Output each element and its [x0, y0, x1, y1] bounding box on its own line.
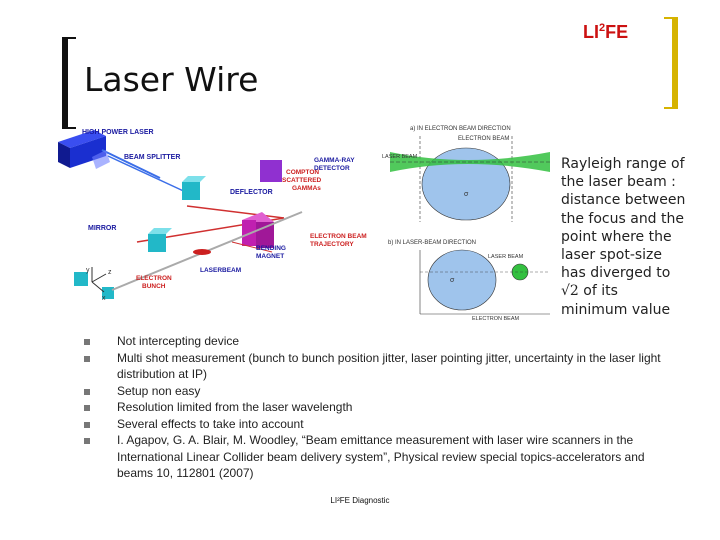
laser-beam-3: [186, 205, 285, 219]
label-magnet: MAGNET: [256, 253, 284, 260]
rayleigh-before: Rayleigh range of the laser beam : dista…: [561, 156, 686, 282]
sqrt-two: √2: [561, 283, 579, 300]
gamma-line: [231, 241, 273, 253]
label-laser-beam-b: LASER BEAM: [488, 254, 524, 260]
bullet-square-icon: [84, 388, 90, 395]
footer-label: LI²FE Diagnostic: [330, 496, 390, 505]
bullet-square-icon: [84, 355, 90, 362]
label-electron-beam: ELECTRON BEAM: [310, 233, 367, 240]
right-bracket: [664, 17, 678, 109]
label-gammas: GAMMAs: [292, 185, 321, 192]
caption-b: b) IN LASER-BEAM DIRECTION: [388, 240, 476, 246]
laser-wire-setup-diagram: HIGH POWER LASER BEAM SPLITTER DEFLECTOR…: [58, 129, 367, 302]
label-bunch: BUNCH: [142, 283, 166, 290]
small-cube-1: [74, 272, 88, 286]
rayleigh-after: of its minimum value: [561, 283, 671, 318]
deflector-cube: [182, 182, 200, 200]
label-electron: ELECTRON: [136, 275, 172, 282]
label-gamma-ray: GAMMA-RAY: [314, 157, 355, 164]
rayleigh-range-text: Rayleigh range of the laser beam : dista…: [561, 155, 686, 319]
slide-title: Laser Wire: [84, 60, 259, 99]
label-electron-beam-top: ELECTRON BEAM: [458, 136, 509, 142]
axis-x-line: [91, 281, 105, 293]
label-axis-z: z: [108, 269, 112, 276]
axis-z-line: [91, 273, 107, 283]
deflector-cube-top: [182, 176, 206, 182]
electron-bunch-shape: [193, 249, 211, 255]
label-mirror: MIRROR: [88, 225, 116, 232]
label-beam-splitter: BEAM SPLITTER: [124, 154, 180, 161]
laser-box-front: [70, 136, 106, 168]
label-trajectory: TRAJECTORY: [310, 241, 354, 248]
bullet-square-icon: [84, 421, 90, 428]
label-axis-y: y: [86, 267, 90, 274]
laser-box-side: [58, 142, 70, 168]
gamma-detector: [260, 160, 282, 182]
laser-box-top: [58, 130, 106, 148]
label-axis-x: x: [102, 295, 106, 302]
label-compton: COMPTON: [286, 169, 319, 176]
sigma-label-b: σ: [450, 277, 455, 284]
bullet-square-icon: [84, 339, 90, 345]
laser-beam-1: [101, 149, 161, 179]
bullet-item: Resolution limited from the laser wavele…: [84, 399, 674, 416]
mirror-cube-top: [148, 228, 172, 234]
bullet-square-icon: [84, 405, 90, 411]
sigma-label-a: σ: [464, 191, 469, 198]
label-high-power-laser: HIGH POWER LASER: [82, 129, 154, 136]
label-scattered: SCATTERED: [282, 177, 322, 184]
laser-beam-2: [107, 155, 191, 195]
electron-beam-ellipse-a: [421, 147, 511, 221]
bullet-item: Multi shot measurement (bunch to bunch p…: [84, 350, 674, 383]
label-laser-beam-a: LASER BEAM: [382, 154, 418, 160]
caption-a: a) IN ELECTRON BEAM DIRECTION: [410, 126, 511, 132]
bullet-list: Not intercepting device Multi shot measu…: [84, 333, 674, 482]
bullet-square-icon: [84, 438, 90, 444]
label-laserbeam: LASERBEAM: [200, 267, 241, 274]
label-deflector: DEFLECTOR: [230, 189, 273, 196]
label-electron-beam-bottom: ELECTRON BEAM: [472, 316, 519, 322]
electron-beam-ellipse-b: [427, 249, 497, 311]
li2fe-logo: LI2FE: [583, 22, 629, 42]
bullet-item: Not intercepting device: [84, 333, 674, 350]
bullet-item: Setup non easy: [84, 383, 674, 400]
mirror-cube: [148, 234, 166, 252]
beam-cross-section-diagram: a) IN ELECTRON BEAM DIRECTION ELECTRON B…: [382, 126, 550, 322]
label-bending: BENDING: [256, 245, 286, 252]
label-detector: DETECTOR: [314, 165, 350, 172]
bullet-item: Several effects to take into account: [84, 416, 674, 433]
small-cube-2: [102, 287, 114, 299]
bullet-item: I. Agapov, G. A. Blair, M. Woodley, “Bea…: [84, 432, 674, 482]
beam-splitter-shape: [92, 150, 110, 169]
left-bracket: [62, 37, 76, 129]
